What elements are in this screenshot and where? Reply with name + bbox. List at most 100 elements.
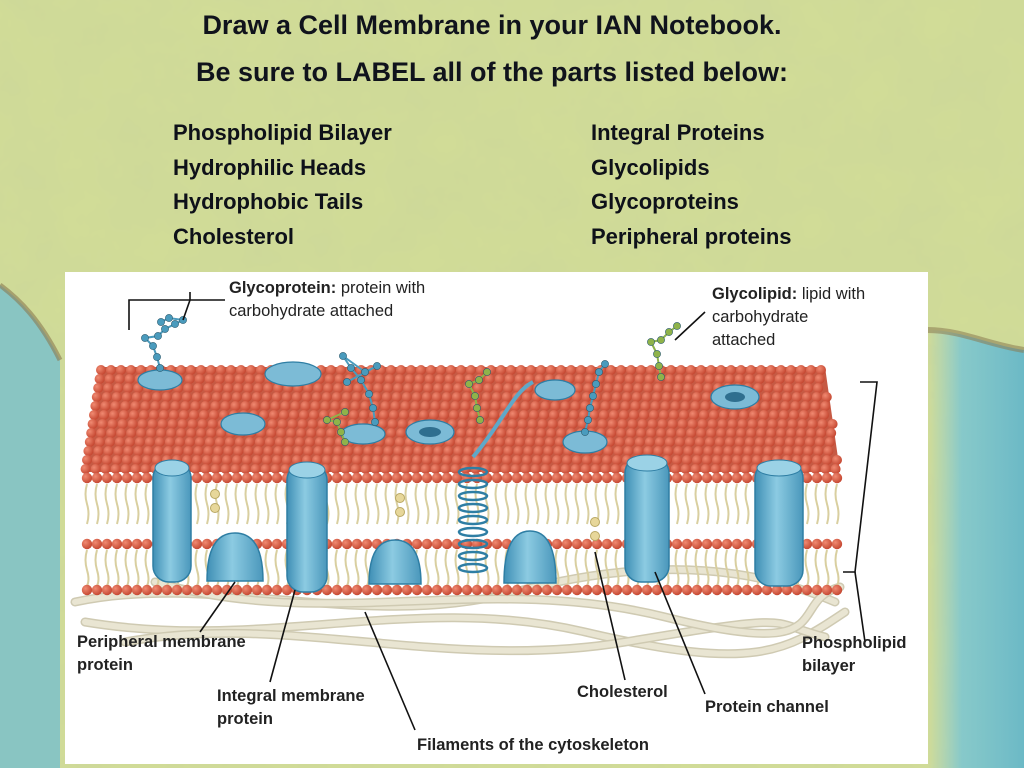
hydrophilic-head [806,428,817,438]
hydrophilic-head [90,401,101,411]
helix-turn [457,502,489,514]
hydrophilic-head [274,437,285,447]
hydrophilic-head [651,584,663,596]
label-integral-protein: Integral membrane protein [217,685,365,731]
hydrophilic-head [557,419,568,429]
hydrophilic-head [191,584,203,596]
hydrophilic-head [454,374,465,384]
hydrophilic-head [359,410,369,420]
hydrophilic-head [180,401,191,411]
hydrophilic-head [649,410,659,420]
hydrophilic-head [109,410,119,420]
hydrophilic-head [452,455,462,465]
hydrophilic-head [107,419,118,429]
part-item: Cholesterol [173,223,295,249]
hydrophilic-head [573,383,584,393]
hydrophilic-head [560,401,571,411]
hydrophilic-head [770,401,781,411]
hydrophilic-head [321,584,333,596]
helix-turn [457,550,489,562]
hydrophilic-head [114,374,125,384]
hydrophilic-head [610,464,621,474]
hydrophilic-head [604,437,615,447]
hydrophilic-head [674,374,685,384]
hydrophilic-head [569,410,579,420]
hydrophilic-head [87,419,98,429]
hydrophobic-tail [734,549,740,587]
hydrophobic-tail [84,483,90,525]
hydrophilic-head [396,428,407,438]
hydrophilic-head [294,437,305,447]
hydrophilic-head [147,419,158,429]
hydrophilic-head [251,584,263,596]
hydrophilic-head [351,584,363,596]
hydrophilic-head [684,374,695,384]
leader-line [654,571,706,695]
hydrophobic-tail [274,483,280,525]
hydrophilic-head [684,437,695,447]
hydrophilic-head [412,455,422,465]
hydrophobic-tail [474,549,480,587]
hydrophilic-head [801,538,813,550]
hydrophilic-head [270,464,281,474]
label-peripheral-protein: Peripheral membrane protein [77,631,246,677]
hydrophilic-head [371,392,382,402]
hydrophilic-head [240,464,251,474]
hydrophilic-head [623,446,634,456]
hydrophilic-head [686,428,697,438]
hydrophilic-head [676,428,687,438]
hydrophilic-head [411,472,423,484]
hydrophobic-tail [614,549,620,587]
hydrophilic-head [167,419,178,429]
hydrophilic-head [521,584,533,596]
hydrophilic-head [191,472,203,484]
hydrophilic-head [774,374,785,384]
hydrophilic-head [623,383,634,393]
hydrophilic-head [611,392,622,402]
hydrophilic-head [342,455,352,465]
hydrophilic-head [793,383,804,393]
hydrophilic-head [736,365,746,375]
hydrophilic-head [121,584,133,596]
hydrophilic-head [550,464,561,474]
hydrophilic-head [731,538,743,550]
hydrophilic-head [716,428,727,438]
hydrophilic-head [420,464,431,474]
hydrophilic-head [820,464,831,474]
hydrophobic-tail [104,483,110,525]
hydrophilic-head [504,437,515,447]
hydrophilic-head [681,538,693,550]
glycoprotein-sugar [156,364,164,372]
hydrophobic-tail [114,549,120,587]
hydrophilic-head [440,464,451,474]
hydrophilic-head [220,464,231,474]
hydrophilic-head [696,365,706,375]
hydrophilic-head [163,446,174,456]
hydrophilic-head [244,437,255,447]
hydrophilic-head [776,365,786,375]
hydrophilic-head [80,464,91,474]
hydrophilic-head [670,401,681,411]
hydrophilic-head [601,538,613,550]
hydrophilic-head [784,437,795,447]
hydrophilic-head [223,383,234,393]
hydrophilic-head [330,464,341,474]
hydrophilic-head [672,455,682,465]
hydrophilic-head [481,392,492,402]
hydrophilic-head [784,374,795,384]
hydrophilic-head [330,401,341,411]
hydrophilic-head [680,464,691,474]
glycolipid-sugar [471,392,479,400]
hydrophilic-head [361,538,373,550]
hydrophilic-head [574,374,585,384]
hydrophilic-head [221,392,232,402]
hydrophobic-tail [584,483,590,525]
hydrophilic-head [140,401,151,411]
hydrophilic-head [112,455,122,465]
hydrophilic-head [701,392,712,402]
hydrophilic-head [396,365,406,375]
hydrophilic-head [241,392,252,402]
hydrophobic-tail [484,483,490,525]
hydrophilic-head [517,419,528,429]
hydrophobic-tail [614,483,620,525]
